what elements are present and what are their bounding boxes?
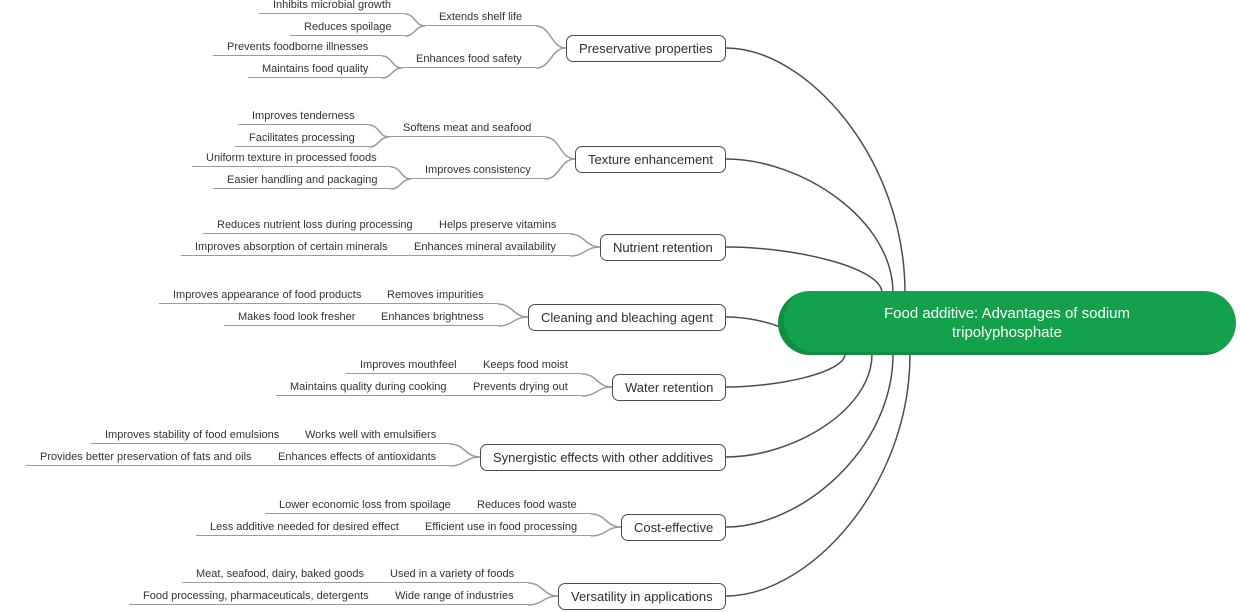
connector-curve <box>404 25 426 37</box>
topic-node-preservative-properties[interactable]: Preservative properties <box>566 34 726 62</box>
connector-curve <box>497 303 529 318</box>
subtopic-label[interactable]: Enhances brightness <box>367 311 498 326</box>
detail-label[interactable]: Provides better preservation of fats and… <box>26 451 266 466</box>
subtopic-label[interactable]: Reduces food waste <box>463 499 591 514</box>
connector-curve <box>725 353 911 597</box>
subtopic-label[interactable]: Removes impurities <box>373 289 498 304</box>
topic-node-cleaning-and-bleaching-agent[interactable]: Cleaning and bleaching agent <box>528 303 727 331</box>
topic-node-versatility-in-applications[interactable]: Versatility in applications <box>558 582 726 610</box>
detail-label[interactable]: Meat, seafood, dairy, baked goods <box>182 568 378 583</box>
subtopic-label[interactable]: Helps preserve vitamins <box>425 219 571 234</box>
detail-label[interactable]: Improves stability of food emulsions <box>91 429 294 444</box>
connector-curve <box>449 456 481 467</box>
topic-node-synergistic-effects-with-other-additives[interactable]: Synergistic effects with other additives <box>480 443 727 471</box>
connector-curve <box>544 136 576 160</box>
subtopic-label[interactable]: Prevents drying out <box>459 381 582 396</box>
connector-curve <box>535 25 567 49</box>
connector-curve <box>725 353 894 528</box>
detail-label[interactable]: Improves mouthfeel <box>346 359 471 374</box>
connector-curve <box>535 47 567 69</box>
connector-curve <box>581 386 613 397</box>
connector-curve <box>527 582 559 597</box>
connector-curve <box>725 353 846 388</box>
connector-curve <box>368 136 390 148</box>
subtopic-label[interactable]: Enhances effects of antioxidants <box>264 451 451 466</box>
connector-curve <box>544 158 576 180</box>
connector-curve <box>725 158 894 294</box>
detail-label[interactable]: Makes food look fresher <box>224 311 370 326</box>
detail-label[interactable]: Easier handling and packaging <box>213 174 392 189</box>
connector-curve <box>725 353 873 458</box>
connector-curve <box>390 178 412 190</box>
subtopic-label[interactable]: Extends shelf life <box>425 11 537 26</box>
subtopic-label[interactable]: Softens meat and seafood <box>389 122 546 137</box>
subtopic-label[interactable]: Keeps food moist <box>469 359 582 374</box>
connector-curve <box>381 67 403 79</box>
connector-curve <box>449 443 481 458</box>
detail-label[interactable]: Maintains quality during cooking <box>276 381 461 396</box>
central-topic-node[interactable]: Food additive: Advantages of sodium trip… <box>778 291 1236 355</box>
topic-node-nutrient-retention[interactable]: Nutrient retention <box>600 233 726 261</box>
topic-node-cost-effective[interactable]: Cost-effective <box>621 513 727 541</box>
connector-curve <box>368 124 390 138</box>
detail-label[interactable]: Facilitates processing <box>235 132 369 147</box>
detail-label[interactable]: Improves tenderness <box>238 110 369 125</box>
connector-curve <box>381 55 403 69</box>
detail-label[interactable]: Reduces nutrient loss during processing <box>203 219 427 234</box>
connector-curve <box>590 513 622 528</box>
detail-label[interactable]: Lower economic loss from spoilage <box>265 499 465 514</box>
detail-label[interactable]: Less additive needed for desired effect <box>196 521 413 536</box>
connector-curve <box>569 233 601 248</box>
topic-node-water-retention[interactable]: Water retention <box>612 373 727 401</box>
connector-curve <box>581 373 613 388</box>
detail-label[interactable]: Maintains food quality <box>248 63 383 78</box>
topic-node-texture-enhancement[interactable]: Texture enhancement <box>575 145 727 173</box>
connector-curve <box>725 246 883 294</box>
detail-label[interactable]: Prevents foodborne illnesses <box>213 41 383 56</box>
connector-curve <box>404 13 426 27</box>
detail-label[interactable]: Improves absorption of certain minerals <box>181 241 402 256</box>
detail-label[interactable]: Reduces spoilage <box>290 21 406 36</box>
subtopic-label[interactable]: Efficient use in food processing <box>411 521 592 536</box>
subtopic-label[interactable]: Works well with emulsifiers <box>291 429 451 444</box>
connector-curve <box>497 316 529 327</box>
subtopic-label[interactable]: Wide range of industries <box>381 590 528 605</box>
connector-curve <box>725 47 906 294</box>
detail-label[interactable]: Food processing, pharmaceuticals, deterg… <box>129 590 383 605</box>
connector-curve <box>569 246 601 257</box>
connector-curve <box>390 166 412 180</box>
central-topic-label: Food additive: Advantages of sodium trip… <box>884 305 1130 341</box>
detail-label[interactable]: Uniform texture in processed foods <box>192 152 391 167</box>
subtopic-label[interactable]: Enhances mineral availability <box>400 241 570 256</box>
subtopic-label[interactable]: Enhances food safety <box>402 53 536 68</box>
detail-label[interactable]: Improves appearance of food products <box>159 289 376 304</box>
subtopic-label[interactable]: Improves consistency <box>411 164 545 179</box>
connector-curve <box>590 526 622 537</box>
detail-label[interactable]: Inhibits microbial growth <box>259 0 405 14</box>
subtopic-label[interactable]: Used in a variety of foods <box>376 568 529 583</box>
connector-curve <box>527 595 559 606</box>
